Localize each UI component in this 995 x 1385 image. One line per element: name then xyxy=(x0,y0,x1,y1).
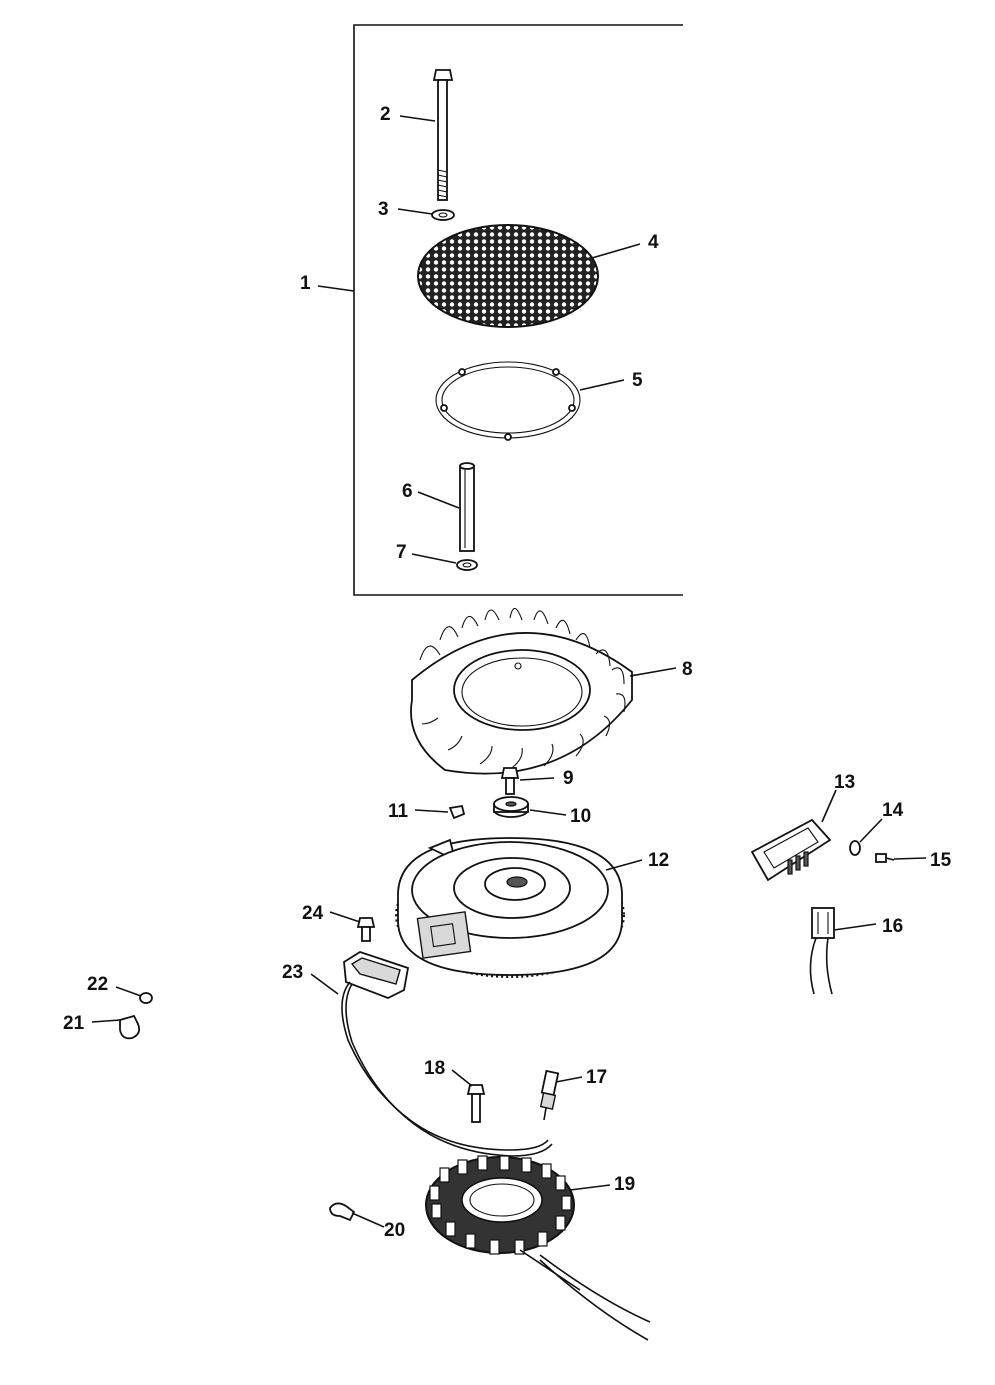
part-12-flywheel xyxy=(395,837,625,978)
callout-12: 12 xyxy=(648,850,669,871)
callout-labels: 1 2 3 4 5 6 7 8 9 10 11 12 13 14 15 16 1… xyxy=(63,104,952,1241)
part-19-stator xyxy=(425,1155,651,1341)
callout-21: 21 xyxy=(63,1013,85,1034)
callout-5: 5 xyxy=(632,370,643,391)
callout-17: 17 xyxy=(586,1067,607,1088)
part-16-connector xyxy=(809,907,835,995)
callout-8: 8 xyxy=(682,659,693,680)
callout-24: 24 xyxy=(302,903,324,924)
callout-10: 10 xyxy=(570,806,591,827)
part-13-regulator xyxy=(750,818,832,882)
part-3-washer xyxy=(431,209,455,221)
part-6-spacer xyxy=(459,462,475,552)
leader-lines xyxy=(91,115,927,1228)
callout-7: 7 xyxy=(396,542,407,563)
part-24-bolt xyxy=(356,917,376,942)
callout-4: 4 xyxy=(648,232,659,253)
part-18-bolt xyxy=(466,1084,486,1123)
part-8-fan xyxy=(410,607,633,775)
callout-18: 18 xyxy=(424,1058,445,1079)
part-17-spark-plug xyxy=(539,1069,560,1121)
callout-3: 3 xyxy=(378,199,389,220)
callout-6: 6 xyxy=(402,481,413,502)
callout-23: 23 xyxy=(282,962,303,983)
part-4-screen xyxy=(417,224,599,328)
part-2-bolt xyxy=(432,69,454,201)
part-23-ignition-module xyxy=(341,951,553,1157)
part-15-screw xyxy=(875,853,895,863)
part-14-washer xyxy=(849,840,861,856)
part-10-washer xyxy=(493,796,529,818)
part-7-washer xyxy=(456,559,478,571)
callout-20: 20 xyxy=(384,1220,405,1241)
callout-15: 15 xyxy=(930,850,952,871)
callout-19: 19 xyxy=(614,1174,635,1195)
callout-9: 9 xyxy=(563,768,574,789)
callout-22: 22 xyxy=(87,974,108,995)
part-11-key xyxy=(448,804,466,820)
part-5-ring xyxy=(435,361,581,441)
part-22-washer xyxy=(139,992,153,1004)
callout-11: 11 xyxy=(388,801,409,822)
kit-bracket xyxy=(353,24,683,596)
part-21-clamp xyxy=(119,1014,141,1040)
part-20-clip xyxy=(329,1202,356,1222)
callout-1: 1 xyxy=(300,273,311,294)
part-9-bolt xyxy=(500,767,520,795)
callout-2: 2 xyxy=(380,104,391,125)
callout-13: 13 xyxy=(834,772,855,793)
callout-16: 16 xyxy=(882,916,903,937)
callout-14: 14 xyxy=(882,800,904,821)
